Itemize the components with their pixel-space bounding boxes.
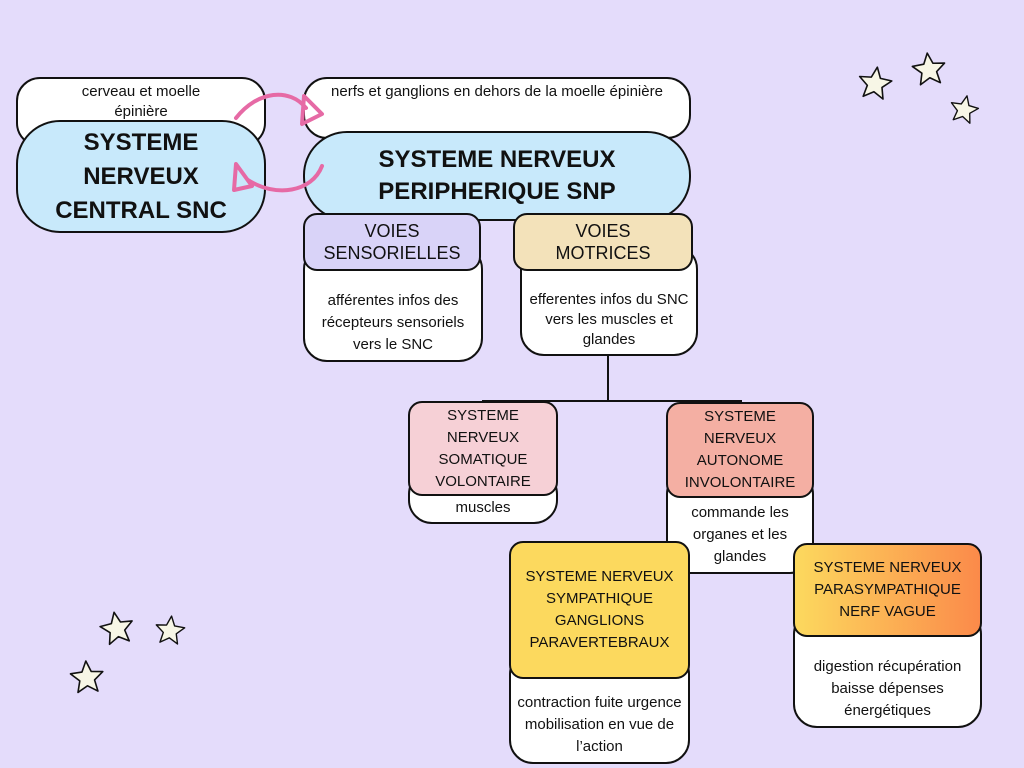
autonome-desc-text: commande les organes et les glandes [691,504,789,565]
arrowhead-left-icon [232,162,254,192]
snc-node: SYSTEME NERVEUX CENTRAL SNC [16,120,266,233]
connector-vertical [607,355,609,401]
voies-sensorielles-desc-text: afférentes infos des récepteurs sensorie… [321,292,465,353]
somatique-node: SYSTEME NERVEUX SOMATIQUE VOLONTAIRE [408,401,558,496]
star-icon [856,64,895,101]
arrow-snp-to-snc [246,164,324,193]
voies-sensorielles-title: VOIES SENSORIELLES [323,221,461,263]
voies-motrices-desc-text: efferentes infos du SNC vers les muscles… [529,291,689,348]
connector-horizontal [482,400,742,402]
somatique-title: SYSTEME NERVEUX SOMATIQUE VOLONTAIRE [435,406,531,490]
star-icon [153,613,187,646]
snp-note: nerfs et ganglions en dehors de la moell… [303,77,691,139]
autonome-title: SYSTEME NERVEUX AUTONOME INVOLONTAIRE [684,408,796,491]
star-icon [910,50,948,87]
snp-node: SYSTEME NERVEUX PERIPHERIQUE SNP [303,131,691,221]
star-icon [68,659,105,694]
snp-note-text: nerfs et ganglions en dehors de la moell… [331,83,663,100]
snc-title: SYSTEME NERVEUX CENTRAL SNC [55,128,227,224]
snp-title: SYSTEME NERVEUX PERIPHERIQUE SNP [378,146,616,205]
arrowhead-right-icon [300,94,324,126]
star-icon [947,92,982,126]
sympathique-desc-text: contraction fuite urgence mobilisation e… [517,694,682,755]
somatique-desc-text: muscles [455,499,511,516]
sympathique-title: SYSTEME NERVEUX SYMPATHIQUE GANGLIONS PA… [525,568,674,651]
sympathique-node: SYSTEME NERVEUX SYMPATHIQUE GANGLIONS PA… [509,541,690,679]
voies-motrices-node: VOIES MOTRICES [513,213,693,271]
voies-sensorielles-node: VOIES SENSORIELLES [303,213,481,271]
parasympathique-desc-text: digestion récupération baisse dépenses é… [813,658,962,719]
autonome-node: SYSTEME NERVEUX AUTONOME INVOLONTAIRE [666,402,814,498]
star-icon [97,608,137,647]
parasympathique-node: SYSTEME NERVEUX PARASYMPATHIQUE NERF VAG… [793,543,982,637]
voies-motrices-title: VOIES MOTRICES [555,221,651,263]
parasympathique-title: SYSTEME NERVEUX PARASYMPATHIQUE NERF VAG… [813,559,962,620]
arrow-snc-to-snp [234,92,308,120]
snc-note-text: cerveau et moelle épinière [81,83,201,120]
